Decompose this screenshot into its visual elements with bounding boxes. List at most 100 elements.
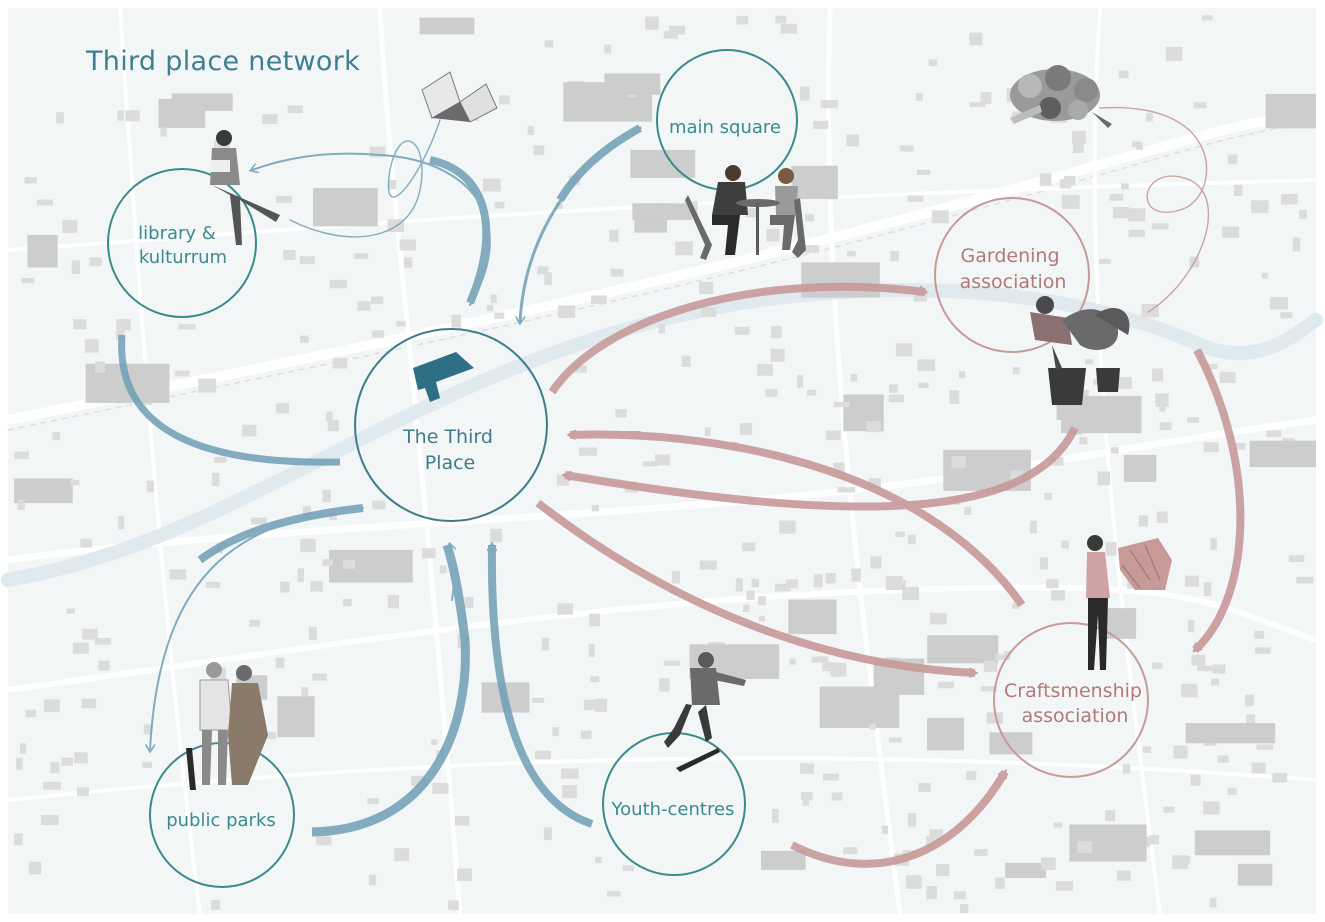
building-block [322,559,333,566]
building-block [765,388,778,397]
building-block [659,678,670,692]
node-library[interactable]: library & kulturrum [107,130,280,318]
building-block [771,809,779,823]
building-block [369,146,386,158]
flow-center-to-craft [535,499,976,677]
building-block [757,363,773,376]
building-block [675,241,693,256]
building-block [1053,822,1063,828]
building-block [851,568,861,582]
center-label-line2: Place [425,452,476,474]
building-block [761,850,806,870]
building-block [44,699,60,713]
building-block [14,451,29,460]
building-block [533,145,545,156]
building-block [17,499,25,510]
flow-center-to-parks-thick [197,504,364,564]
flow-craft-to-center-arrow [570,432,641,435]
building-block [899,145,914,152]
building-block [604,73,661,95]
main-square-label: main square [669,117,781,138]
building-block [960,904,969,913]
building-block [797,374,804,388]
gardening-label-line2: association [960,271,1067,293]
building-block [1142,746,1152,753]
building-block [1193,102,1207,109]
building-block [56,112,64,124]
building-block [544,40,554,48]
building-block [791,165,838,200]
building-block [632,203,692,220]
building-block [1012,602,1019,609]
building-block [527,125,535,136]
building-block [850,374,858,382]
building-block [312,673,327,681]
building-block [1077,840,1092,854]
node-craftsmenship[interactable]: Craftsmenship association [993,535,1172,778]
building-block [1254,631,1265,639]
building-block [94,638,111,645]
building-block [118,516,125,530]
flow-center-to-craft-arrow [899,667,975,673]
flow-vegetables-loop [1099,106,1209,313]
building-block [371,296,384,305]
building-block [1012,111,1023,118]
building-block [28,861,42,875]
building-block [932,210,949,224]
building-block [745,208,759,218]
building-block [52,432,61,441]
building-block [610,268,624,277]
building-block [736,15,749,25]
gardening-label-line1: Gardening [960,245,1059,267]
building-block [557,603,573,615]
building-block [1203,442,1219,453]
building-block [1012,367,1020,375]
building-block [1191,654,1206,666]
building-block [327,420,339,432]
building-block [66,608,75,614]
node-gardening[interactable]: Gardening association [934,197,1130,405]
building-block [552,727,559,737]
building-block [439,565,447,574]
building-block [779,520,796,534]
building-block [80,538,92,548]
building-block [907,813,917,827]
building-block [591,504,599,512]
building-block [1211,678,1219,686]
walking-couple-figure [186,662,268,790]
building-block [277,696,315,737]
building-block [169,569,187,580]
flow-gardening-to-craft-arrow [1195,589,1231,650]
building-block [483,178,501,192]
building-block [354,253,369,259]
building-block [160,127,167,137]
building-block [789,658,796,665]
flow-youth-to-craft-arrow [984,772,1005,801]
node-youth[interactable]: Youth-centres [602,652,746,876]
node-center[interactable]: The Third Place [354,328,548,522]
building-block [198,378,216,393]
building-block [316,836,332,846]
building-block [1051,590,1066,601]
building-block [1146,112,1153,122]
flow-center-to-gardening-arrow [839,284,925,292]
building-block [645,16,659,30]
open-book-icon [421,71,498,123]
building-block [785,579,798,589]
building-block [562,785,577,799]
node-main-square[interactable]: main square [656,49,806,260]
building-block [927,635,999,664]
building-block [1296,576,1314,584]
building-block [343,560,356,569]
building-block [663,660,681,666]
building-block [1114,377,1132,389]
building-block [609,229,619,242]
node-parks[interactable]: public parks [149,662,295,888]
river [1,283,1323,587]
building-block [1203,582,1212,596]
building-blocks [14,15,1316,913]
building-block [907,534,916,545]
building-block [895,343,913,357]
skateboarder-figure [664,652,746,772]
building-block [1256,744,1274,750]
